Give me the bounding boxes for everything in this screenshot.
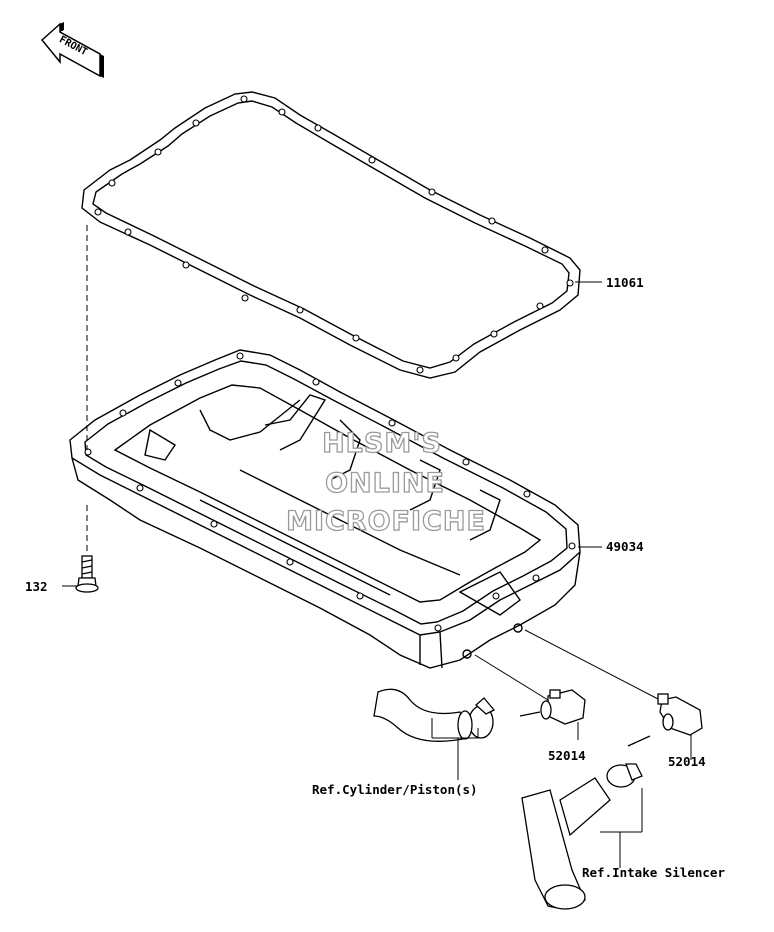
elbow-fitting-left <box>474 654 586 740</box>
oil-pan <box>69 349 581 669</box>
hose-cylinder-ref <box>373 688 473 742</box>
hose-intake-ref <box>521 777 611 910</box>
part-label-gasket: 11061 <box>606 275 644 290</box>
bolt <box>75 225 99 593</box>
hose-clamp-right <box>606 763 643 788</box>
elbow-fitting-right <box>524 629 703 760</box>
ref-label-cylinder: Ref.Cylinder/Piston(s) <box>312 782 478 797</box>
part-label-fitting-right: 52014 <box>668 754 706 769</box>
watermark-line-3: MICROFICHE <box>286 506 486 537</box>
watermark: HLSM'S ONLINE MICROFICHE <box>285 427 486 537</box>
leader-lines <box>62 281 643 868</box>
hose-clamp-left <box>468 697 496 739</box>
front-arrow-icon: FRONT <box>40 22 104 78</box>
part-label-fitting-left: 52014 <box>548 748 586 763</box>
part-label-oil-pan: 49034 <box>606 539 644 554</box>
oil-pan-gasket <box>81 91 581 379</box>
ref-label-intake: Ref.Intake Silencer <box>582 865 725 880</box>
watermark-line-2: ONLINE <box>325 468 445 499</box>
watermark-line-1: HLSM'S <box>322 428 442 459</box>
part-label-bolt: 132 <box>25 579 48 594</box>
